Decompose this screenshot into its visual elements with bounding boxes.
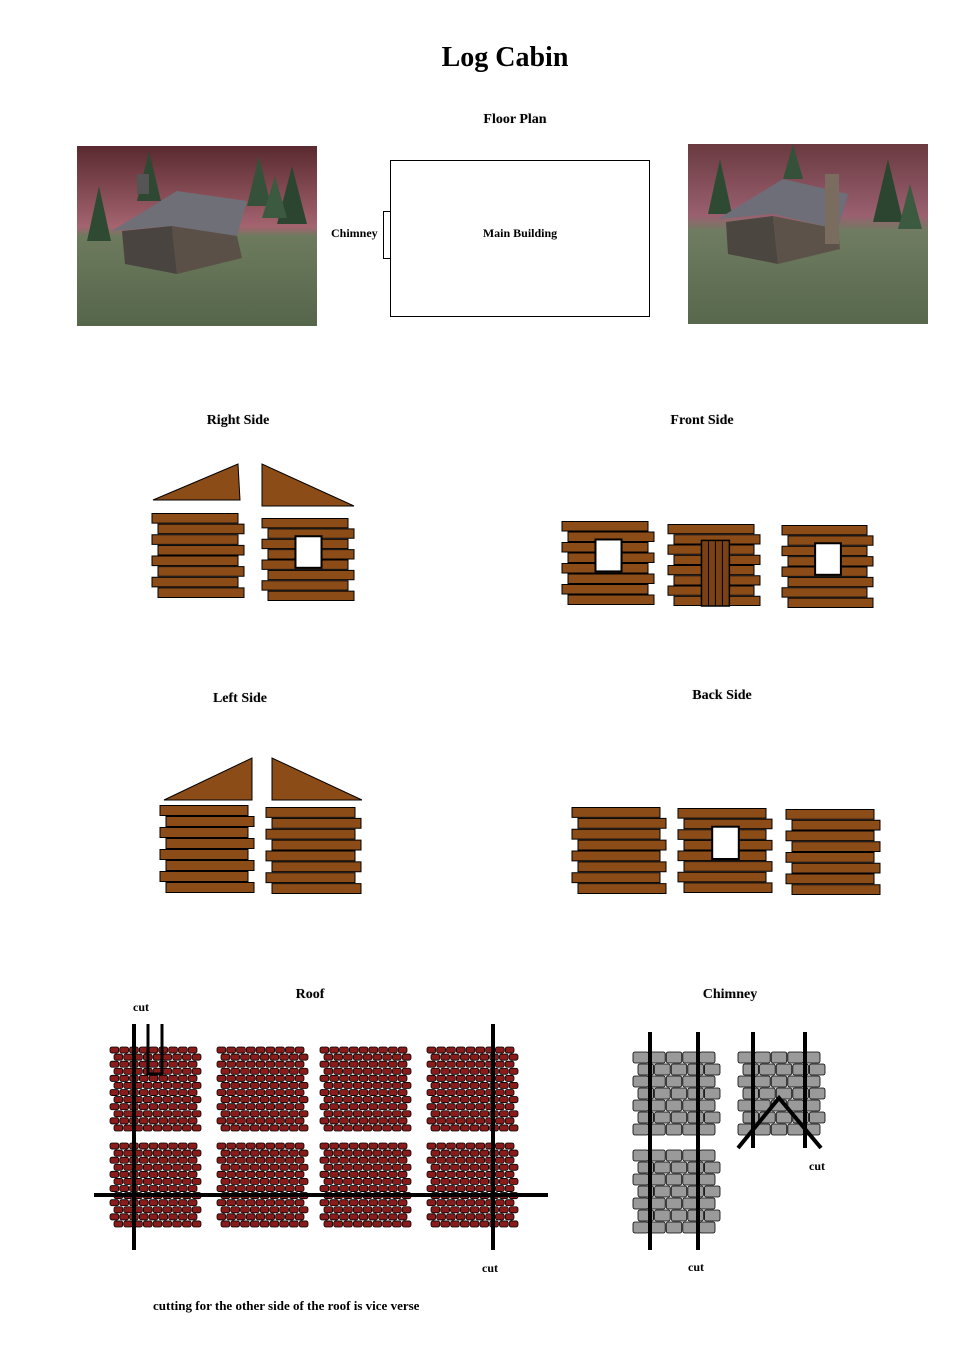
roof-pieces: [94, 1024, 548, 1250]
back-wall-panel-1: [571, 807, 667, 894]
back-side-heading: Back Side: [692, 688, 752, 703]
chimney-cut-right-label: cut: [809, 1159, 825, 1173]
left-side-heading: Left Side: [212, 691, 268, 706]
chimney-plan-label: Chimney: [331, 226, 378, 240]
chimney-cut-bottom-label: cut: [688, 1260, 704, 1274]
roof-note: cutting for the other side of the roof i…: [153, 1298, 420, 1313]
log-panel-drawing: [667, 524, 761, 607]
right-side-heading: Right Side: [206, 413, 270, 428]
log-panel-drawing: [159, 805, 255, 893]
main-building-plan: Main Building: [390, 160, 650, 317]
log-panel-drawing: [261, 518, 355, 601]
front-side-heading: Front Side: [670, 413, 734, 428]
right-wall-panel-2: [261, 518, 355, 601]
cabin-photo-right: [688, 144, 928, 324]
front-wall-panel-3: [781, 525, 874, 608]
log-panel-drawing: [265, 807, 362, 894]
log-panel-drawing: [677, 808, 773, 893]
roof-cut-bottom-label: cut: [482, 1261, 498, 1275]
front-wall-panel-door: [667, 524, 761, 607]
log-panel-drawing: [781, 525, 874, 608]
right-gable-left: [152, 463, 241, 501]
cabin-photo-left: [77, 146, 317, 326]
floor-plan-heading: Floor Plan: [483, 112, 547, 127]
left-wall-panel-1: [159, 805, 255, 893]
roof-cut-top-label: cut: [133, 1000, 149, 1014]
back-wall-panel-3: [785, 809, 881, 895]
main-building-label: Main Building: [482, 226, 558, 240]
chimney-pieces: [632, 1032, 826, 1250]
left-wall-panel-2: [265, 807, 362, 894]
chimney-heading: Chimney: [702, 987, 758, 1002]
front-wall-panel-1: [561, 521, 655, 605]
back-wall-panel-window: [677, 808, 773, 893]
right-wall-panel-1: [151, 513, 245, 598]
left-gable-left: [163, 757, 253, 801]
roof-heading: Roof: [295, 987, 325, 1002]
left-gable-right: [271, 757, 363, 801]
page-title: Log Cabin: [441, 42, 569, 73]
right-gable-right: [261, 463, 355, 507]
log-panel-drawing: [571, 807, 667, 894]
log-panel-drawing: [561, 521, 655, 605]
log-panel-drawing: [151, 513, 245, 598]
log-panel-drawing: [785, 809, 881, 895]
